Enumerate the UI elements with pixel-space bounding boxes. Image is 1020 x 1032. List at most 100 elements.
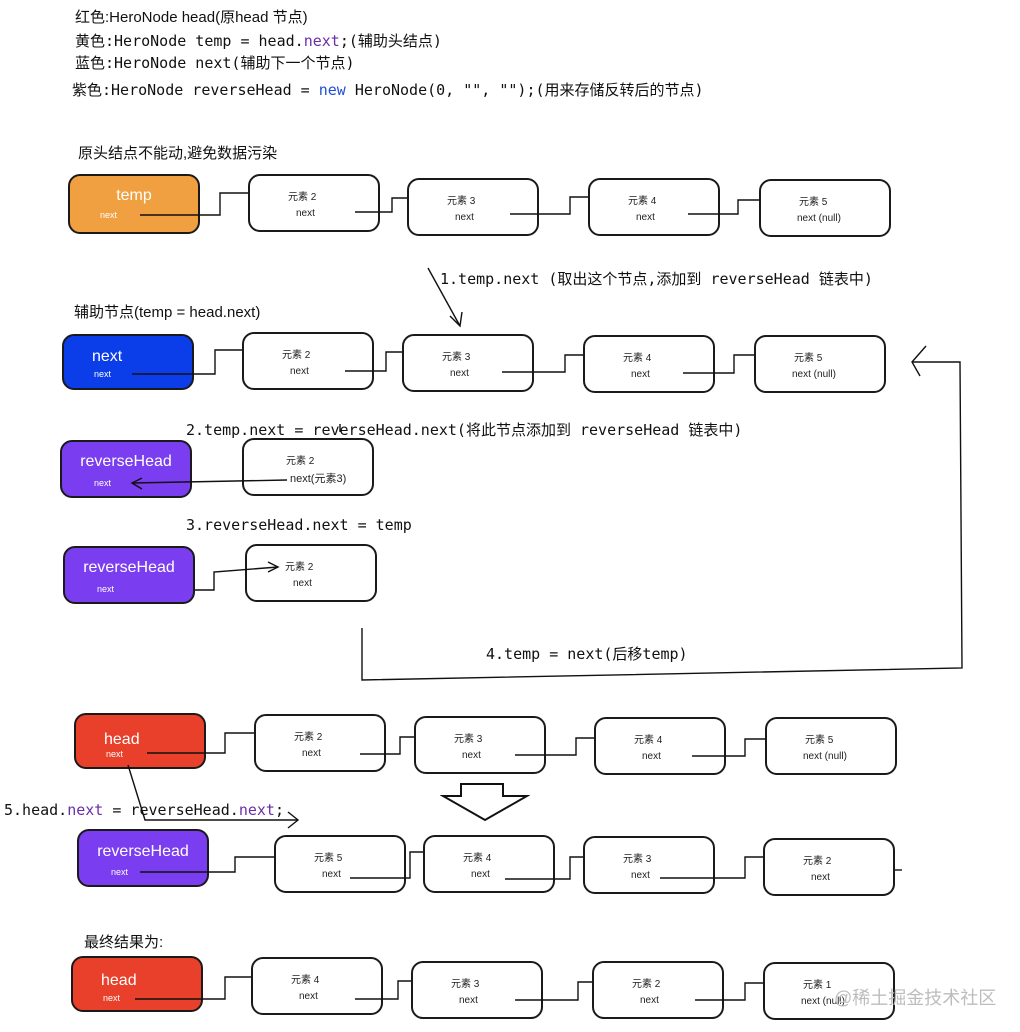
- watermark: @稀土掘金技术社区: [834, 988, 997, 1008]
- node-label: 元素 3: [451, 979, 480, 990]
- caption-original-head: 原头结点不能动,避免数据污染: [78, 145, 278, 162]
- node-next: next (null): [792, 369, 836, 380]
- row2-head-next: next: [94, 369, 112, 379]
- row6-node-1: 元素 5 next: [274, 835, 406, 893]
- step-5-prefix: 5.head.: [4, 801, 68, 819]
- node-label: 元素 5: [794, 353, 823, 364]
- node-label: 元素 2: [294, 732, 323, 743]
- row5-head-title: head: [104, 731, 140, 748]
- caption-final: 最终结果为:: [84, 934, 164, 951]
- node-next: next: [642, 751, 661, 762]
- row7-head-node: head next: [71, 956, 203, 1012]
- node-label: 元素 3: [447, 196, 476, 207]
- row5-head-next: next: [106, 749, 124, 759]
- node-next: next: [462, 750, 481, 761]
- loop-line: [361, 361, 963, 681]
- step-2: 2.temp.next = reverseHead.next(将此节点添加到 r…: [186, 421, 743, 439]
- node-label: 元素 2: [285, 562, 314, 573]
- node-next: next: [290, 366, 309, 377]
- row3-head-title: reverseHead: [80, 453, 172, 470]
- caption-helper-node: 辅助节点(temp = head.next): [74, 304, 261, 321]
- row2-node-4: 元素 5 next (null): [754, 335, 886, 393]
- step-3: 3.reverseHead.next = temp: [186, 516, 412, 534]
- row3-node-1: 元素 2 next(元素3): [242, 438, 374, 496]
- legend-purple-prefix: 紫色:HeroNode reverseHead =: [72, 81, 319, 99]
- node-label: 元素 5: [314, 853, 343, 864]
- row4-head-next: next: [97, 584, 115, 594]
- down-arrow-icon: [440, 783, 530, 822]
- step-5-suffix: ;: [274, 801, 284, 819]
- legend-red: 红色:HeroNode head(原head 节点): [75, 9, 308, 26]
- row2-node-3: 元素 4 next: [583, 335, 715, 393]
- legend-purple-mid: HeroNode(0, "", "");(用来存储反转后的节点): [345, 81, 704, 99]
- row6-head-next: next: [111, 867, 129, 877]
- node-next: next: [299, 991, 318, 1002]
- node-label: 元素 4: [628, 196, 657, 207]
- node-next: next: [322, 869, 341, 880]
- row4-head-node: reverseHead next: [63, 546, 195, 604]
- row7-head-title: head: [101, 972, 137, 989]
- node-label: 元素 4: [623, 353, 652, 364]
- node-label: 元素 4: [634, 735, 663, 746]
- row6-head-title: reverseHead: [97, 843, 189, 860]
- row2-node-1: 元素 2 next: [242, 332, 374, 390]
- row1-head-title: temp: [116, 187, 152, 204]
- node-label: 元素 2: [288, 192, 317, 203]
- node-label: 元素 3: [623, 854, 652, 865]
- node-next: next: [459, 995, 478, 1006]
- node-next: next: [293, 578, 312, 589]
- row5-node-3: 元素 4 next: [594, 717, 726, 775]
- node-label: 元素 5: [799, 197, 828, 208]
- node-label: 元素 3: [442, 352, 471, 363]
- step-5: 5.head.next = reverseHead.next;: [4, 801, 284, 819]
- node-label: 元素 2: [282, 350, 311, 361]
- row7-head-next: next: [103, 993, 121, 1003]
- step-4: 4.temp = next(后移temp): [486, 645, 688, 663]
- node-next: next (null): [801, 996, 845, 1007]
- row3-head-node: reverseHead next: [60, 440, 192, 498]
- node-label: 元素 4: [291, 975, 320, 986]
- row1-head-node: temp next: [68, 174, 200, 234]
- node-next: next: [631, 369, 650, 380]
- node-next: next: [811, 872, 830, 883]
- row5-head-node: head next: [74, 713, 206, 769]
- legend-yellow-prefix: 黄色:HeroNode temp = head.: [75, 32, 304, 50]
- row6-node-2: 元素 4 next: [423, 835, 555, 893]
- legend-yellow: 黄色:HeroNode temp = head.next;(辅助头结点): [75, 30, 442, 51]
- step-5-kw1: next: [67, 801, 104, 819]
- node-next: next (null): [797, 213, 841, 224]
- legend-yellow-suffix: ;(辅助头结点): [339, 32, 442, 50]
- arrow-head: [449, 311, 463, 328]
- step-5-mid: = reverseHead.: [103, 801, 239, 819]
- node-label: 元素 4: [463, 853, 492, 864]
- row2-head-node: next next: [62, 334, 194, 390]
- node-next: next: [455, 212, 474, 223]
- node-next: next: [302, 748, 321, 759]
- row3-head-next: next: [94, 478, 112, 488]
- row1-node-4: 元素 5 next (null): [759, 179, 891, 237]
- arrow-head: [287, 811, 300, 829]
- node-label: 元素 5: [805, 735, 834, 746]
- node-next: next: [471, 869, 490, 880]
- arrow-head: [911, 345, 927, 377]
- row1-node-2: 元素 3 next: [407, 178, 539, 236]
- step-5-kw2: next: [238, 801, 275, 819]
- legend-blue: 蓝色:HeroNode next(辅助下一个节点): [75, 54, 355, 72]
- row4-head-title: reverseHead: [83, 559, 175, 576]
- row5-node-2: 元素 3 next: [414, 716, 546, 774]
- node-label: 元素 3: [454, 734, 483, 745]
- node-next: next(元素3): [290, 473, 347, 485]
- row6-head-node: reverseHead next: [77, 829, 209, 887]
- row1-head-next: next: [100, 210, 118, 220]
- row4-node-1: 元素 2 next: [245, 544, 377, 602]
- row7-node-2: 元素 3 next: [411, 961, 543, 1019]
- step-1: 1.temp.next (取出这个节点,添加到 reverseHead 链表中): [440, 270, 873, 288]
- node-label: 元素 2: [286, 456, 315, 467]
